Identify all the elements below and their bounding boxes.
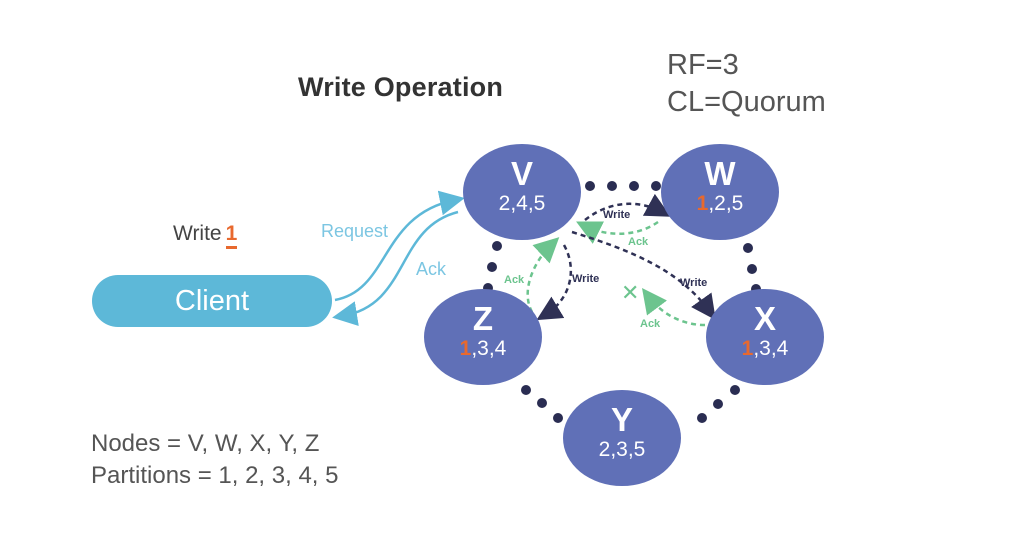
legend-partitions: Partitions = 1, 2, 3, 4, 5 [91, 462, 339, 489]
node-name: Z [472, 300, 494, 337]
ack-label-x-v: Ack [640, 318, 661, 330]
node-x: X 1,3,4 [706, 289, 824, 385]
ring-dot [553, 413, 563, 423]
ring-dot [492, 241, 502, 251]
replication-factor: RF=3 [667, 49, 739, 81]
consistency-level: CL=Quorum [667, 86, 826, 118]
node-partitions: 1,3,4 [424, 337, 542, 361]
write-prefix: Write [173, 222, 222, 245]
consistency-params: RF=3 CL=Quorum [667, 47, 826, 121]
client-node: Client [92, 275, 332, 327]
ring-dot [585, 181, 595, 191]
request-arrow [334, 190, 465, 302]
ring-dots [483, 181, 761, 423]
node-v: V 2,4,5 [463, 144, 581, 240]
node-z: Z 1,3,4 [424, 289, 542, 385]
write-label-v-w: Write [603, 209, 631, 221]
ring-dot [730, 385, 740, 395]
node-name: X [753, 300, 776, 337]
ring-dot [651, 181, 661, 191]
legend-nodes: Nodes = V, W, X, Y, Z [91, 430, 320, 457]
legend: Nodes = V, W, X, Y, Z Partitions = 1, 2,… [91, 428, 338, 492]
partition-list: ,3,4 [753, 337, 789, 360]
ack-label-w-v: Ack [628, 236, 649, 248]
partition-list: 2,4,5 [498, 192, 546, 215]
ack-label-z-v: Ack [504, 274, 525, 286]
write-arrow-v-z [536, 244, 573, 321]
ring-dot [607, 181, 617, 191]
node-name: Y [610, 401, 633, 438]
partition-list: ,3,4 [471, 337, 507, 360]
node-partitions: 2,4,5 [463, 192, 581, 216]
node-partitions: 1,2,5 [661, 192, 779, 216]
ack-arrow-client [332, 210, 459, 326]
partition-highlight: 1 [459, 337, 472, 360]
ring-dot [743, 243, 753, 253]
diagram-title: Write Operation [298, 72, 504, 102]
partition-highlight: 1 [741, 337, 754, 360]
partition-list: 2,3,5 [598, 438, 646, 461]
ring-dot [747, 264, 757, 274]
write-label-v-z: Write [572, 273, 600, 285]
ring-dot [487, 262, 497, 272]
write-label-v-x: Write [680, 277, 708, 289]
ring-dot [629, 181, 639, 191]
node-name: W [704, 155, 736, 192]
ring-dot [521, 385, 531, 395]
write-arrow-v-w [584, 193, 671, 221]
write-value: 1 [225, 222, 238, 249]
node-y: Y 2,3,5 [563, 390, 681, 486]
partition-list: ,2,5 [708, 192, 744, 215]
ack-arrow-w-v [576, 220, 659, 244]
ring-dot [713, 399, 723, 409]
node-partitions: 2,3,5 [563, 438, 681, 462]
ack-arrow-z-v [526, 237, 560, 313]
request-label: Request [321, 221, 389, 241]
node-name: V [510, 155, 533, 192]
client-ack-label: Ack [416, 259, 447, 279]
ack-failed-icon: ✕ [621, 280, 640, 305]
ring-dot [537, 398, 547, 408]
partition-highlight: 1 [696, 192, 709, 215]
ring-dot [697, 413, 707, 423]
node-partitions: 1,3,4 [706, 337, 824, 361]
node-w: W 1,2,5 [661, 144, 779, 240]
write-arrow-v-x [571, 230, 716, 321]
